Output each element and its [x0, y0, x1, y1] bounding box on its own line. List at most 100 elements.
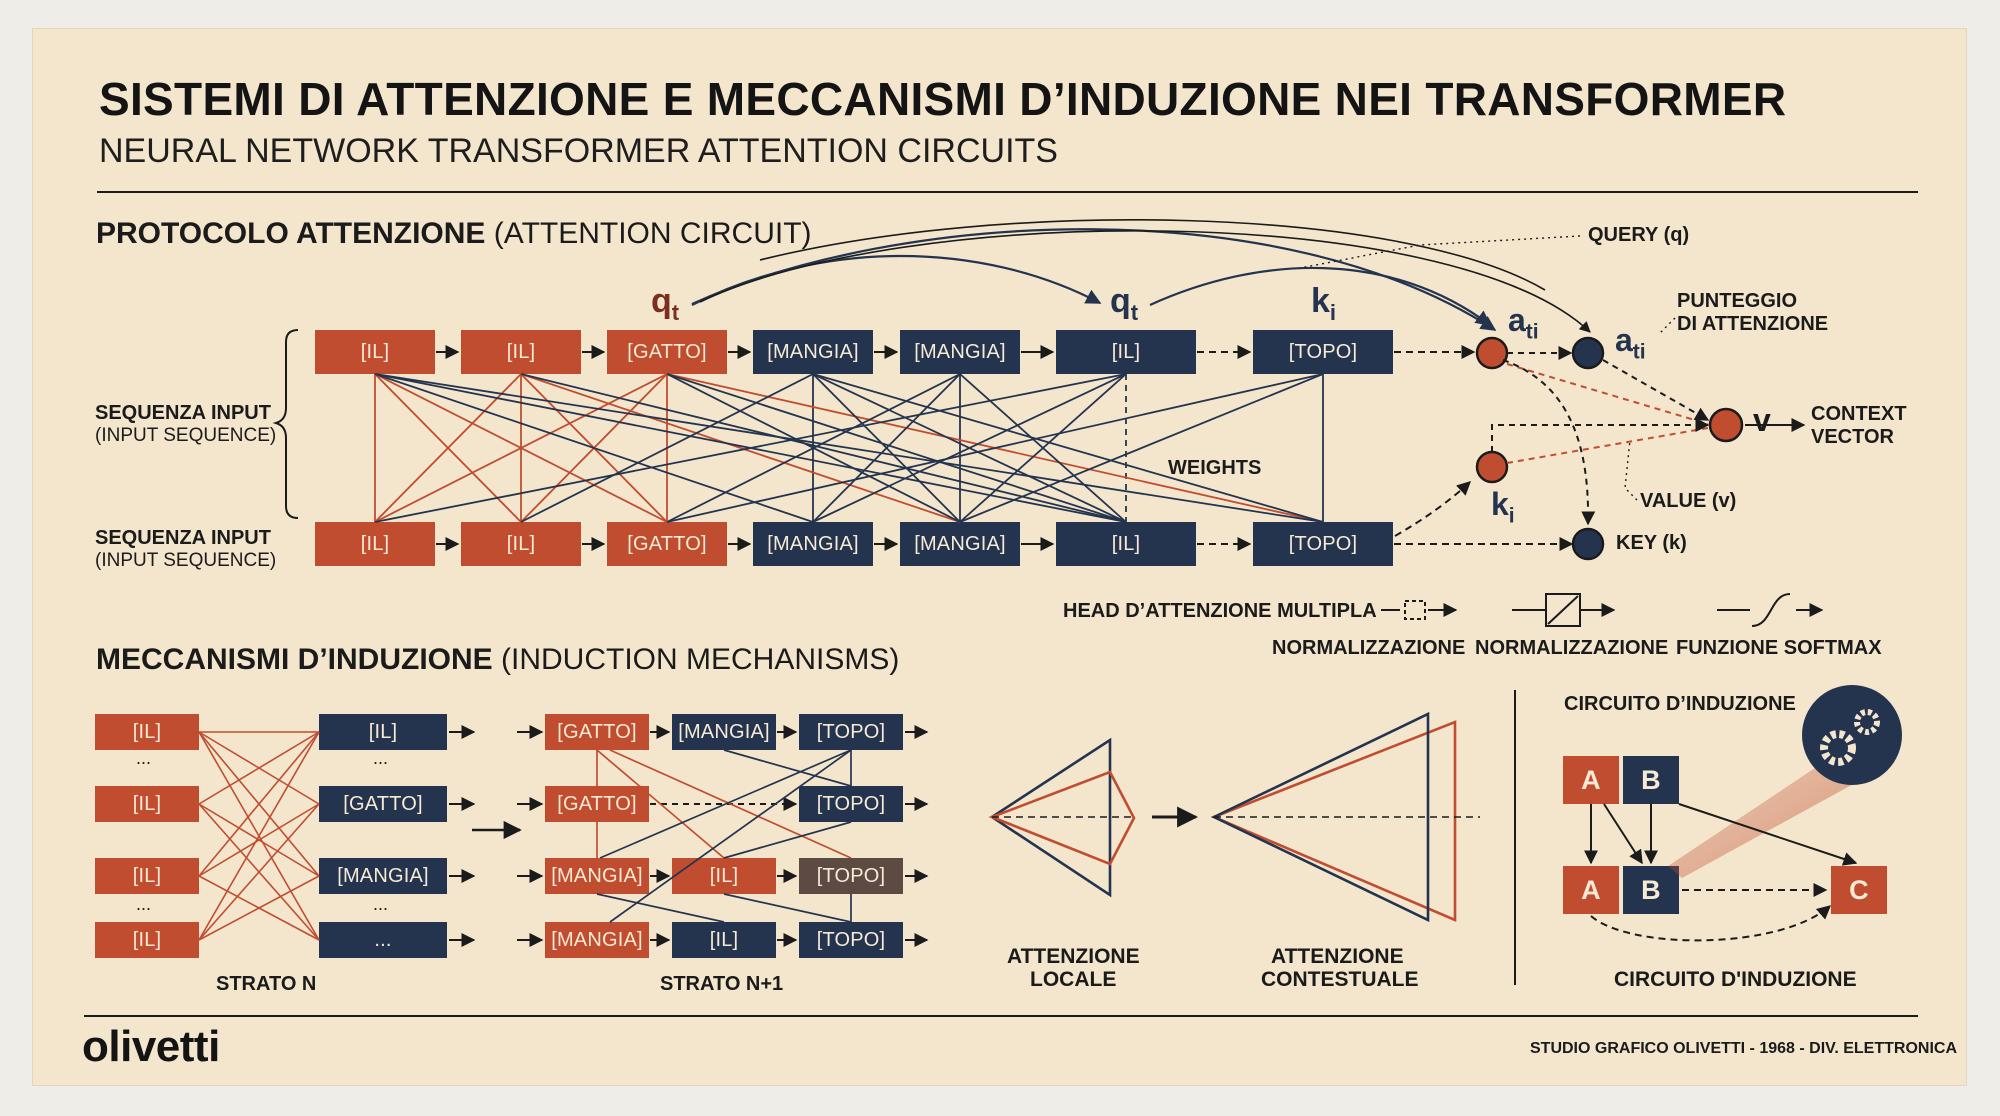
top-token-1: [IL]: [315, 330, 435, 374]
strato-n-label: STRATO N: [216, 973, 317, 995]
strato-n1-r2-c1: [GATTO]: [545, 786, 649, 822]
ellipsis-3: ...: [373, 748, 389, 768]
context-attention-label-1: ATTENZIONE: [1271, 945, 1404, 968]
circuit-node-c: C: [1831, 866, 1887, 914]
query-symbol-1: qt: [651, 282, 679, 326]
key-sub-top: i: [1329, 299, 1337, 325]
circuit-node-b-bottom: B: [1623, 866, 1679, 914]
query-sub-2: t: [1130, 299, 1139, 325]
attention-section-heading: PROTOCOLO ATTENZIONE (ATTENTION CIRCUIT): [96, 217, 812, 251]
page-subtitle: NEURAL NETWORK TRANSFORMER ATTENTION CIR…: [99, 132, 1058, 170]
strato-n-left-3: [IL]: [95, 858, 199, 894]
context-attention-graphic: [1210, 711, 1480, 923]
query-label: QUERY (q): [1588, 224, 1690, 246]
bottom-token-2: [IL]: [461, 522, 581, 566]
strato-n-left-1: [IL]: [95, 714, 199, 750]
strato-n1-in-arrows: [517, 725, 929, 947]
sequence-top-label: SEQUENZA INPUT: [95, 402, 271, 424]
query-main-1: q: [651, 282, 672, 320]
strato-n1-r1-c2: [MANGIA]: [672, 714, 776, 750]
local-attention-label-2: LOCALE: [1030, 968, 1117, 991]
top-token-4: [MANGIA]: [753, 330, 873, 374]
top-token-7: [TOPO]: [1253, 330, 1393, 374]
score-symbol-1: ati: [1508, 302, 1539, 344]
circuit-node-b-top: B: [1623, 756, 1679, 804]
score-symbol-2: ati: [1615, 322, 1646, 364]
query-arcs: [691, 219, 1591, 333]
context-v-symbol: v: [1753, 402, 1771, 438]
key-node-red: [1475, 450, 1509, 484]
key-main-low: k: [1491, 486, 1509, 522]
key-symbol-top: ki: [1311, 282, 1336, 326]
top-token-5: [MANGIA]: [900, 330, 1020, 374]
footer-credit: STUDIO GRAFICO OLIVETTI - 1968 - DIV. EL…: [1530, 1040, 1958, 1057]
brand-logo: olivetti: [82, 1022, 220, 1071]
legend-norm2-label: NORMALIZZAZIONE: [1475, 637, 1669, 659]
strato-n1-r4-c1: [MANGIA]: [545, 922, 649, 958]
sequence-top-sublabel: (INPUT SEQUENCE): [95, 425, 277, 446]
key-main-top: k: [1311, 282, 1330, 320]
strato-n-out-arrows: [449, 725, 522, 947]
score-label-1: PUNTEGGIO: [1677, 290, 1798, 312]
bottom-token-7: [TOPO]: [1253, 522, 1393, 566]
spotlight-beam: [1668, 754, 1868, 878]
context-attention-label-2: CONTESTUALE: [1261, 968, 1419, 991]
circuit-footer-label: CIRCUITO D'INDUZIONE: [1614, 968, 1857, 991]
strato-n-right-4: ...: [319, 922, 447, 958]
sigmoid-icon: [1717, 593, 1824, 627]
score-node-navy: [1571, 336, 1605, 370]
gear-icon: [1802, 685, 1902, 785]
strato-n1-label: STRATO N+1: [660, 973, 784, 995]
strato-n1-r4-c2: [IL]: [672, 922, 776, 958]
strato-n1-r3-c3: [TOPO]: [799, 858, 903, 894]
context-label-2: VECTOR: [1811, 426, 1894, 448]
bottom-token-6: [IL]: [1056, 522, 1196, 566]
top-token-3: [GATTO]: [607, 330, 727, 374]
bottom-token-1: [IL]: [315, 522, 435, 566]
bracket-icon: [272, 329, 299, 519]
strato-n1-r1-c3: [TOPO]: [799, 714, 903, 750]
legend-norm1-label: NORMALIZZAZIONE: [1272, 637, 1466, 659]
strato-n-left-4: [IL]: [95, 922, 199, 958]
circuit-node-a-bottom: A: [1563, 866, 1619, 914]
strato-n-right-3: [MANGIA]: [319, 858, 447, 894]
page-title: SISTEMI DI ATTENZIONE E MECCANISMI D’IND…: [99, 73, 1787, 125]
value-leader: [1624, 439, 1638, 501]
weights-label: WEIGHTS: [1168, 457, 1262, 479]
node-connections: [1491, 346, 1806, 526]
key-sub-low: i: [1508, 504, 1515, 528]
strato-n-right-2: [GATTO]: [319, 786, 447, 822]
bottom-token-3: [GATTO]: [607, 522, 727, 566]
score-sub-2: ti: [1632, 340, 1646, 364]
score-node-red: [1475, 336, 1509, 370]
sequence-bottom-label: SEQUENZA INPUT: [95, 527, 271, 549]
top-token-2: [IL]: [461, 330, 581, 374]
strato-n1-r2-c3: [TOPO]: [799, 786, 903, 822]
induction-section-heading: MECCANISMI D’INDUZIONE (INDUCTION MECHAN…: [96, 643, 899, 677]
score-main-2: a: [1615, 322, 1633, 358]
sequence-bottom-sublabel: (INPUT SEQUENCE): [95, 550, 277, 571]
legend-softmax-label: FUNZIONE SOFTMAX: [1676, 637, 1882, 659]
induction-heading-bold: MECCANISMI D’INDUZIONE: [96, 643, 493, 676]
dashed-box-icon: [1381, 600, 1458, 620]
legend-head-label: HEAD D’ATTENZIONE MULTIPLA: [1063, 600, 1377, 622]
key-label: KEY (k): [1616, 532, 1687, 554]
local-attention-label-1: ATTENZIONE: [1007, 945, 1140, 968]
circuit-node-a-top: A: [1563, 756, 1619, 804]
attention-heading-bold: PROTOCOLO ATTENZIONE: [96, 217, 486, 250]
query-symbol-2: qt: [1110, 282, 1138, 326]
normalization-box-icon: [1512, 593, 1616, 627]
context-node: [1708, 407, 1744, 443]
score-label-2: DI ATTENZIONE: [1677, 313, 1829, 335]
bottom-token-4: [MANGIA]: [753, 522, 873, 566]
context-label-1: CONTEXT: [1811, 403, 1907, 425]
query-leader: [1299, 235, 1581, 269]
query-sub-1: t: [671, 299, 680, 325]
value-label: VALUE (v): [1640, 490, 1737, 512]
weights-lines: [374, 373, 1324, 523]
ellipsis-4: ...: [373, 894, 389, 914]
circuit-title: CIRCUITO D’INDUZIONE: [1564, 693, 1796, 715]
ellipsis-2: ...: [136, 894, 152, 914]
induction-heading-light: (INDUCTION MECHANISMS): [501, 643, 900, 676]
key-node-navy: [1571, 527, 1605, 561]
